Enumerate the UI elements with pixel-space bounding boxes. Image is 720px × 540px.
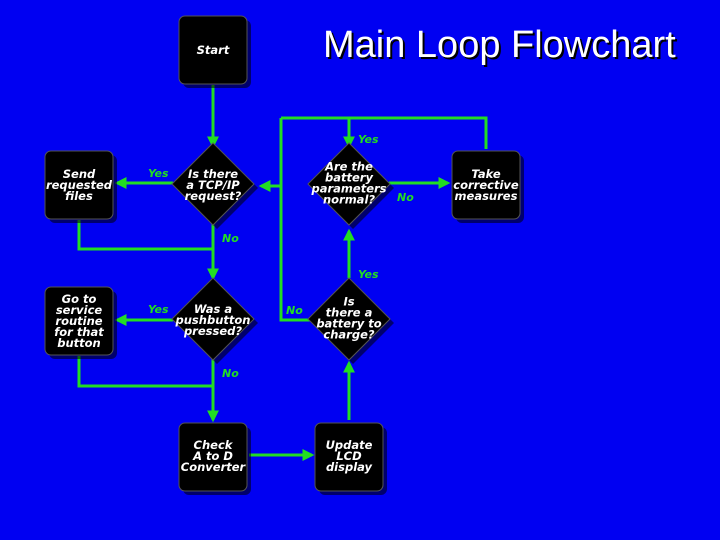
node-label-line: files <box>65 189 93 203</box>
node-label-line: Take <box>471 167 500 181</box>
connector-send-return <box>77 220 213 251</box>
node-label-line: for that <box>54 325 104 339</box>
connector-corrective-loop <box>281 116 488 149</box>
node-label-line: a TCP/IP <box>186 178 240 192</box>
edge-label-battery-params-no: No <box>397 191 414 204</box>
node-label-line: corrective <box>453 178 519 192</box>
edge-label-pushbutton-yes: Yes <box>148 303 169 316</box>
node-label-line: Is there <box>188 167 238 181</box>
edge-label-pushbutton-no: No <box>222 367 239 380</box>
edge-label-tcpip-yes: Yes <box>148 167 169 180</box>
edge-label-battery-charge-no: No <box>286 304 303 317</box>
node-label-line: LCD <box>336 449 362 463</box>
node-label-line: pushbutton <box>175 313 251 327</box>
node-label-line: A to D <box>192 449 233 463</box>
node-label-line: charge? <box>323 328 374 342</box>
edge-label-battery-params-yes: Yes <box>358 133 379 146</box>
edge-label-battery-charge-yes: Yes <box>358 268 379 281</box>
edge-labels: Yes No Yes No Yes No Yes No <box>148 133 414 380</box>
node-label-line: Check <box>194 438 234 452</box>
connectors <box>77 85 488 461</box>
node-label-line: service <box>56 303 103 317</box>
edge-label-tcpip-no: No <box>222 232 239 245</box>
node-label-line: battery <box>325 171 373 185</box>
node-label-line: display <box>326 460 373 474</box>
node-label-line: pressed? <box>183 324 242 338</box>
connector-service-return <box>77 356 213 388</box>
node-label-line: button <box>57 336 101 350</box>
node-label-line: battery to <box>316 317 381 331</box>
node-start: Start <box>178 15 251 88</box>
node-label-line: Is <box>343 295 354 309</box>
connector-battery-charge-no-to-tcpip <box>279 118 310 322</box>
node-label-line: Are the <box>324 160 373 174</box>
node-label-line: Converter <box>181 460 247 474</box>
node-label-line: measures <box>455 189 518 203</box>
node-label-line: Update <box>326 438 373 452</box>
node-label-line: Send <box>63 167 96 181</box>
node-label-line: Was a <box>194 302 233 316</box>
node-label-line: requested <box>46 178 113 192</box>
node-start-label: Start <box>197 43 230 57</box>
node-label-line: parameters <box>310 182 386 196</box>
node-label-line: request? <box>185 189 242 203</box>
node-label-line: normal? <box>323 193 375 207</box>
page-title: Main Loop Flowchart <box>323 24 676 66</box>
node-label-line: there a <box>326 306 373 320</box>
node-label-line: Go to <box>62 292 97 306</box>
node-label-line: routine <box>55 314 102 328</box>
